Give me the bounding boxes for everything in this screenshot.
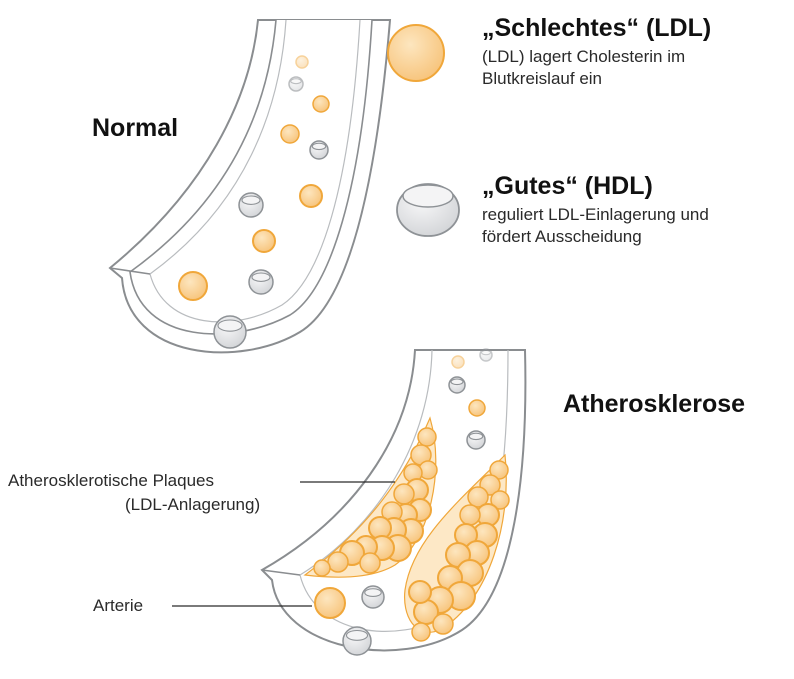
ldl-particle bbox=[179, 272, 207, 300]
plaques-label-line1: Atherosklerotische Plaques bbox=[8, 470, 214, 492]
hdl-particle bbox=[343, 627, 371, 655]
atherosclerosis-artery bbox=[262, 350, 525, 650]
orange-ldl-particle-icon bbox=[388, 25, 444, 81]
plaque-ldl-particle bbox=[394, 484, 414, 504]
normal-artery bbox=[110, 20, 390, 352]
ldl-particle bbox=[469, 400, 485, 416]
plaque-ldl-particle bbox=[460, 505, 480, 525]
hdl-legend-desc-line2: fördert Ausscheidung bbox=[482, 226, 642, 248]
ldl-particle bbox=[300, 185, 322, 207]
hdl-particle bbox=[362, 586, 384, 608]
plaque-ldl-particle bbox=[409, 581, 431, 603]
hdl-particle bbox=[214, 316, 246, 348]
ldl-particle bbox=[253, 230, 275, 252]
hdl-legend-desc-line1: reguliert LDL-Einlagerung und bbox=[482, 204, 709, 226]
hdl-legend-title: „Gutes“ (HDL) bbox=[482, 172, 653, 201]
plaque-ldl-particle bbox=[360, 553, 380, 573]
ldl-legend-desc-line1: (LDL) lagert Cholesterin im bbox=[482, 46, 685, 68]
plaque-ldl-particle bbox=[328, 552, 348, 572]
hdl-particle bbox=[480, 349, 492, 361]
atherosclerosis-label: Atherosklerose bbox=[563, 390, 745, 419]
hdl-particle bbox=[289, 77, 303, 91]
ldl-legend-title: „Schlechtes“ (LDL) bbox=[482, 14, 711, 43]
hdl-particle bbox=[310, 141, 328, 159]
ldl-particle bbox=[296, 56, 308, 68]
ldl-particle bbox=[313, 96, 329, 112]
hdl-particle bbox=[249, 270, 273, 294]
normal-label: Normal bbox=[92, 114, 178, 143]
plaque-ldl-particle bbox=[412, 623, 430, 641]
plaques-label-line2: (LDL-Anlagerung) bbox=[125, 494, 260, 516]
artery-label: Arterie bbox=[93, 595, 143, 617]
hdl-particle bbox=[467, 431, 485, 449]
ldl-legend-desc-line2: Blutkreislauf ein bbox=[482, 68, 602, 90]
plaque-ldl-particle bbox=[433, 614, 453, 634]
hdl-particle bbox=[239, 193, 263, 217]
ldl-particle bbox=[315, 588, 345, 618]
plaque-ldl-particle bbox=[418, 428, 436, 446]
gray-hdl-particle-icon bbox=[397, 184, 459, 236]
ldl-particle bbox=[281, 125, 299, 143]
plaque-ldl-particle bbox=[314, 560, 330, 576]
hdl-particle bbox=[449, 377, 465, 393]
ldl-particle bbox=[452, 356, 464, 368]
